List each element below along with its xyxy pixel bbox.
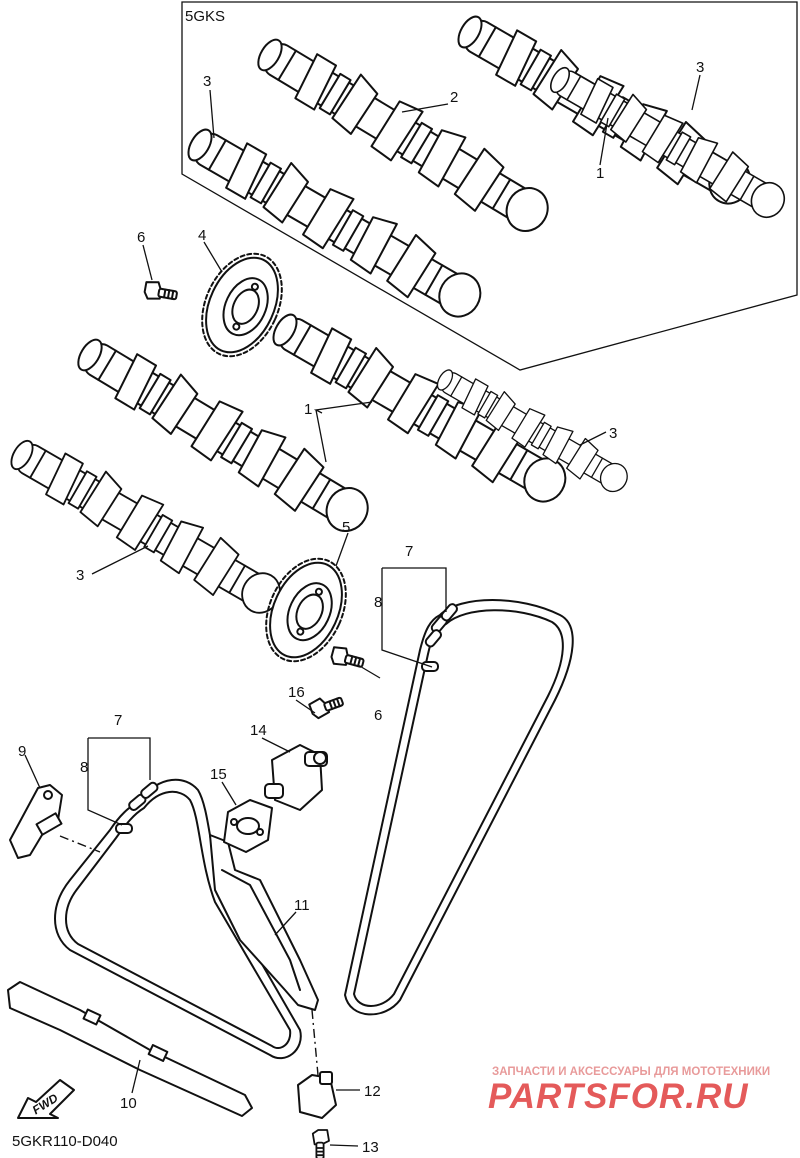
callout-4: 4 bbox=[198, 227, 206, 244]
callout-1-kit: 1 bbox=[596, 165, 604, 182]
cam-chain-right bbox=[344, 599, 574, 1016]
leader-lines bbox=[24, 74, 701, 1147]
callout-8-right: 8 bbox=[374, 594, 382, 611]
callout-5: 5 bbox=[342, 519, 350, 536]
callout-1: 1 bbox=[304, 401, 312, 418]
callout-6-lower: 6 bbox=[374, 707, 382, 724]
callout-3-right: 3 bbox=[609, 425, 617, 442]
callout-3-left: 3 bbox=[76, 567, 84, 584]
callout-11: 11 bbox=[294, 897, 310, 914]
cam-chain-left bbox=[54, 778, 302, 1060]
callout-3-kit-right: 3 bbox=[696, 59, 704, 76]
chain-guide-lower bbox=[7, 981, 253, 1117]
cam-sprocket-upper bbox=[185, 239, 299, 371]
callout-13: 13 bbox=[362, 1139, 379, 1156]
kit-label: 5GKS bbox=[185, 8, 225, 25]
callout-3-kit-left: 3 bbox=[203, 73, 211, 90]
watermark-tagline: ЗАПЧАСТИ И АКСЕССУАРЫ ДЛЯ МОТОТЕХНИКИ bbox=[492, 1066, 770, 1078]
bolt-lower bbox=[328, 644, 367, 673]
kit-camshaft-behind bbox=[541, 54, 795, 229]
callout-7-right: 7 bbox=[405, 543, 413, 560]
guide-holder bbox=[297, 1074, 337, 1119]
callout-6-upper: 6 bbox=[137, 229, 145, 246]
callout-10: 10 bbox=[120, 1095, 137, 1112]
bolt-tensioner bbox=[307, 690, 346, 721]
chain-link-left bbox=[115, 781, 159, 834]
fwd-arrow-icon: FWD bbox=[17, 1079, 75, 1119]
stopper-dash-line bbox=[59, 835, 101, 853]
callout-12: 12 bbox=[364, 1083, 381, 1100]
bolt-upper bbox=[142, 279, 180, 305]
callout-15: 15 bbox=[210, 766, 227, 783]
chain-tensioner bbox=[264, 744, 328, 811]
callout-7-left: 7 bbox=[114, 712, 122, 729]
callout-14: 14 bbox=[250, 722, 267, 739]
callout-8-left: 8 bbox=[80, 759, 88, 776]
watermark-brand: PARTSFOR.RU bbox=[488, 1077, 749, 1116]
tensioner-gasket bbox=[223, 799, 273, 853]
callout-16: 16 bbox=[288, 684, 305, 701]
bolt-bottom bbox=[311, 1129, 330, 1158]
kit-outline bbox=[181, 1, 798, 371]
diagram-code: 5GKR110-D040 bbox=[12, 1133, 118, 1150]
callout-9: 9 bbox=[18, 743, 26, 760]
callout-2: 2 bbox=[450, 89, 458, 106]
